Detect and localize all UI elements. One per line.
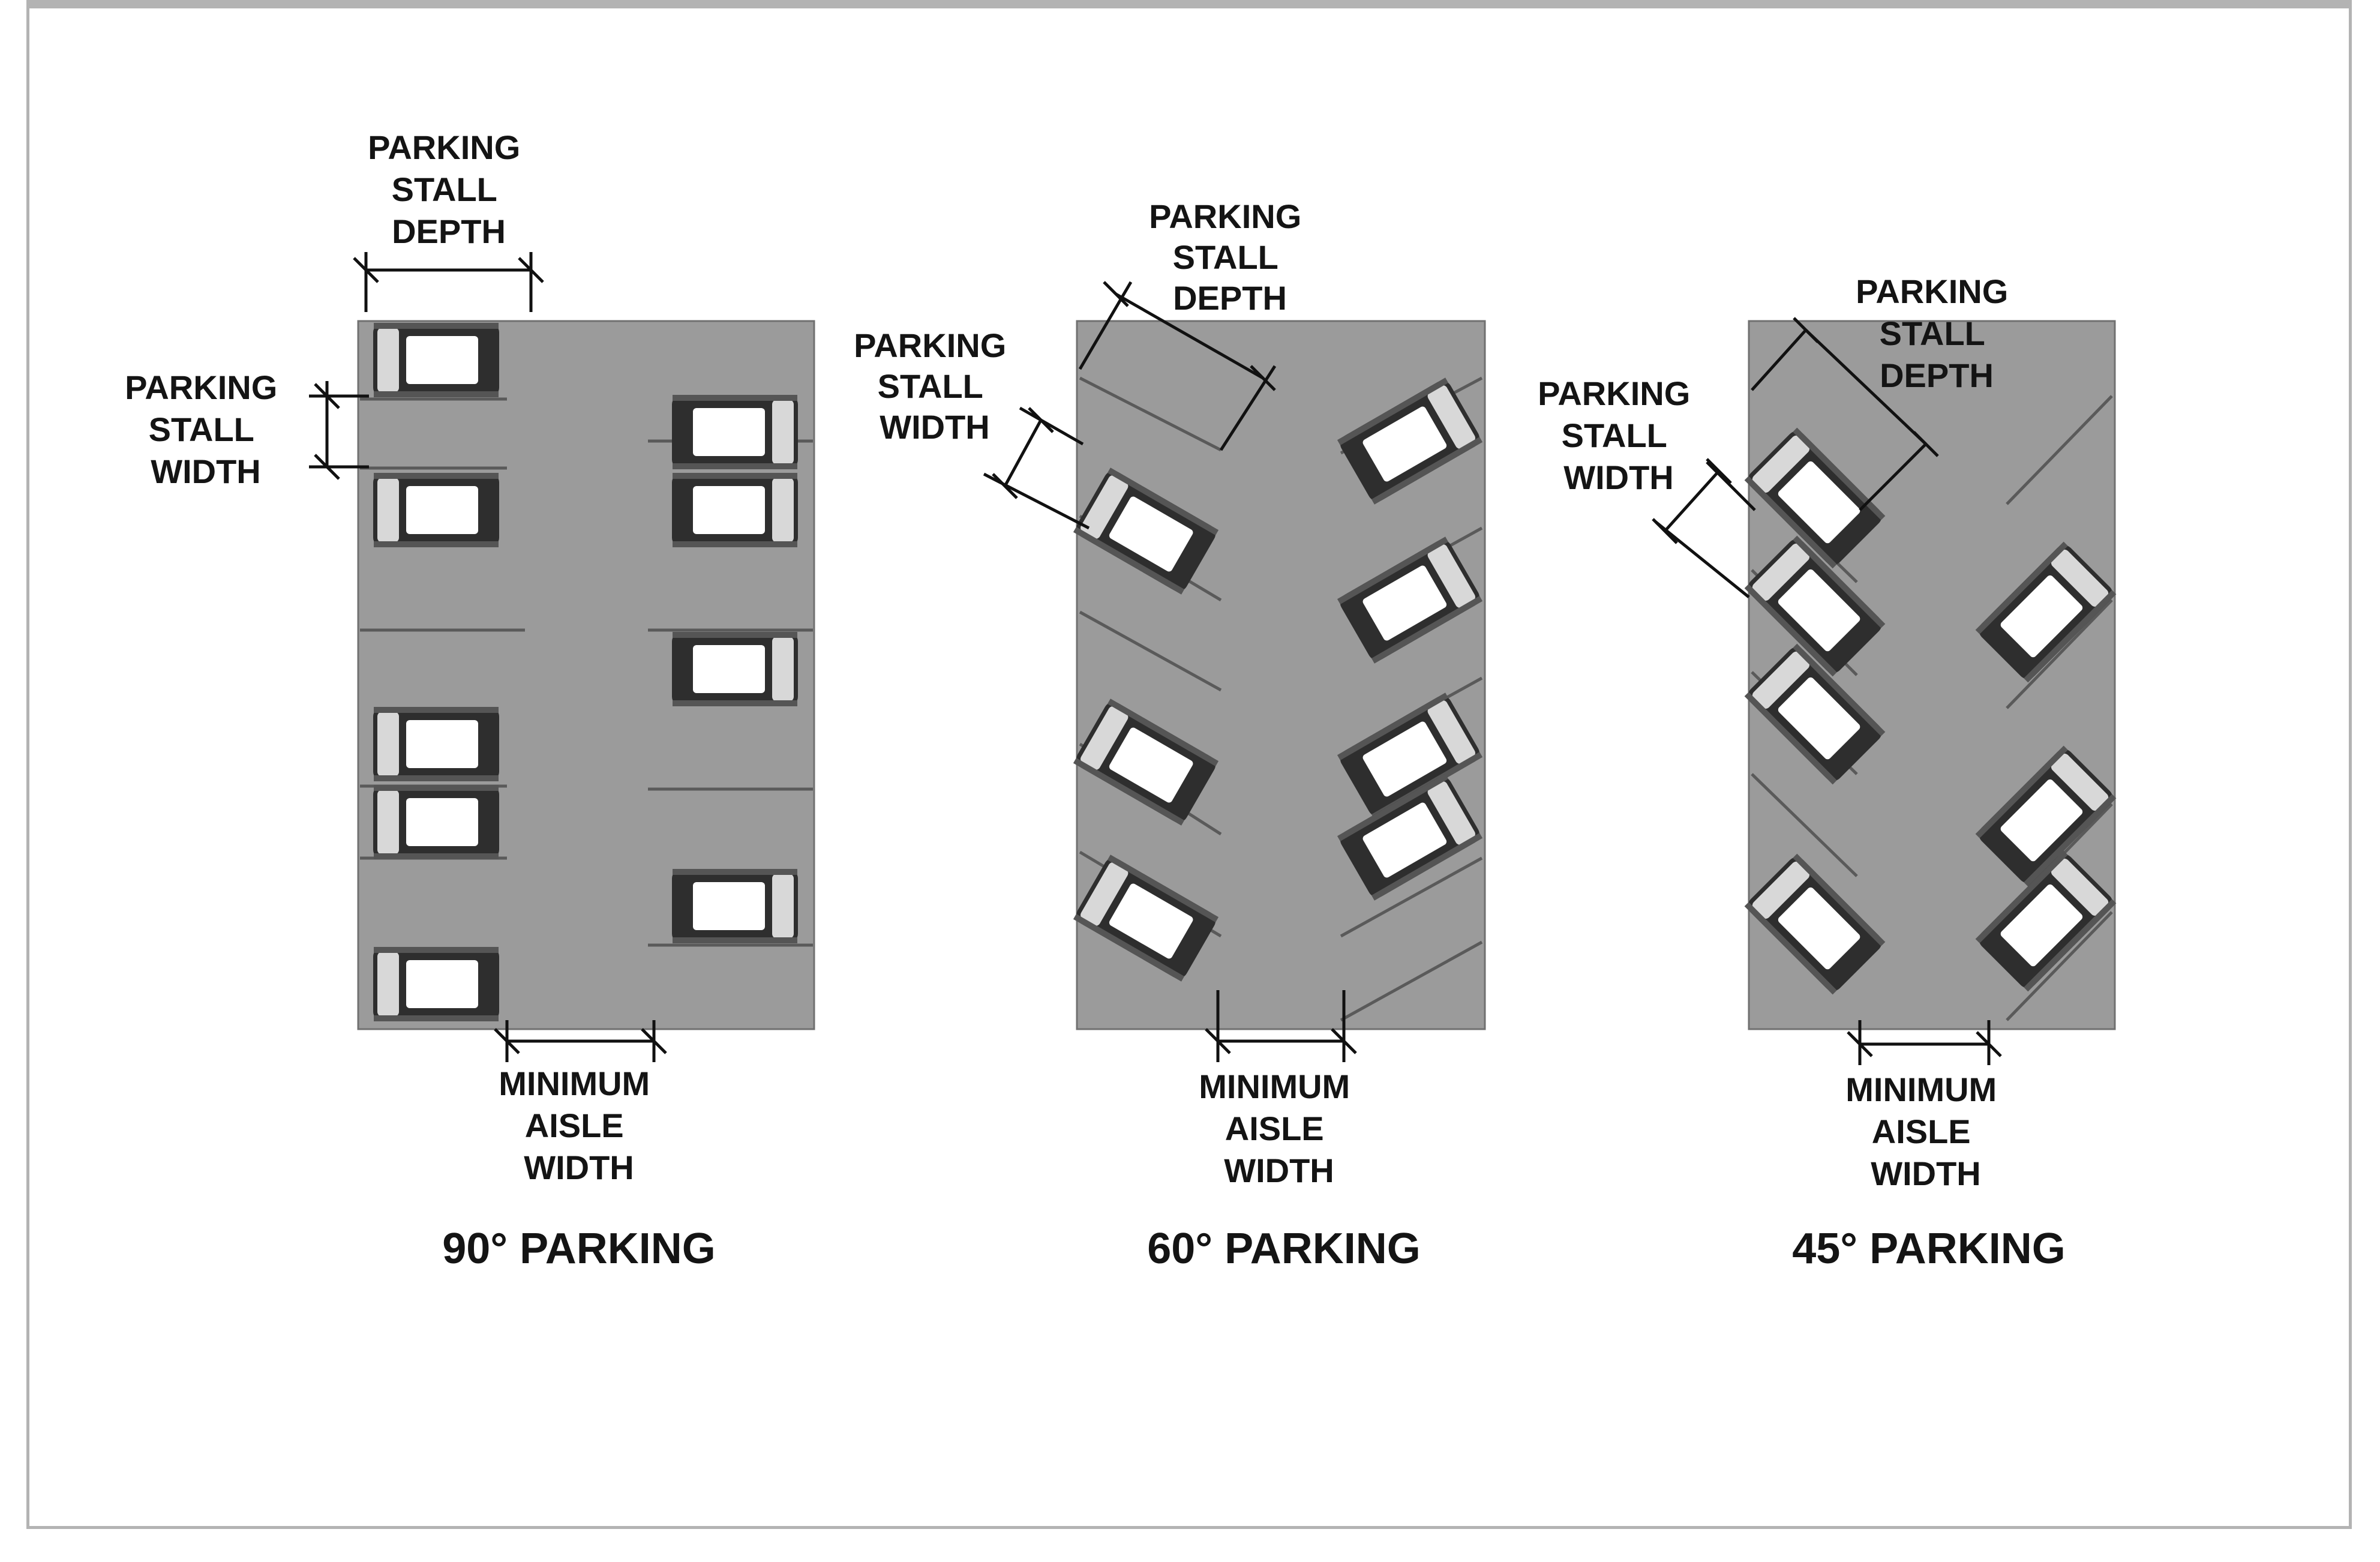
- aisle-width-dimension-45: [1847, 1020, 2002, 1065]
- aisle-label-90-line1: MINIMUM: [499, 1065, 650, 1102]
- svg-text:PARKING STALL DEPT: PARKING STALL DEPTH: [1856, 272, 2018, 394]
- panel-90-degree: PARKING STALL DEPTH PARKING STALL WIDTH …: [125, 128, 815, 1273]
- svg-text:MINIMUM AISLE WIDT: MINIMUM AISLE WIDTH: [499, 1065, 659, 1186]
- stall-depth-label-90-line3: DEPTH: [392, 212, 506, 250]
- stall-width-label-45-line1: PARKING: [1538, 374, 1690, 412]
- aisle-label-60-line1: MINIMUM: [1199, 1068, 1350, 1105]
- svg-text:PARKING STALL WIDT: PARKING STALL WIDTH: [854, 326, 1016, 446]
- stall-width-dimension-60: [983, 406, 1090, 530]
- svg-text:MINIMUM AISLE WIDT: MINIMUM AISLE WIDTH: [1199, 1068, 1359, 1189]
- aisle-label-60-line3: WIDTH: [1224, 1152, 1334, 1189]
- aisle-width-dimension-90: [494, 1020, 667, 1062]
- svg-text:PARKING STALL WIDT: PARKING STALL WIDTH: [125, 368, 287, 490]
- stall-width-label-45-line3: WIDTH: [1563, 458, 1674, 496]
- stall-depth-label-60-line1: PARKING: [1149, 197, 1301, 235]
- panel-title-60: 60° PARKING: [1147, 1225, 1421, 1273]
- svg-text:PARKING STALL DEPT: PARKING STALL DEPTH: [1149, 197, 1311, 317]
- stall-width-label-90-line3: WIDTH: [151, 452, 261, 490]
- aisle-label-90-line2: AISLE: [525, 1107, 624, 1144]
- aisle-label-90-line3: WIDTH: [524, 1149, 634, 1186]
- aisle-label-60-line2: AISLE: [1225, 1110, 1324, 1147]
- stall-depth-label-45-line1: PARKING: [1856, 272, 2008, 310]
- svg-text:PARKING STALL WIDT: PARKING STALL WIDTH: [1538, 374, 1700, 496]
- panel-title-90: 90° PARKING: [442, 1225, 716, 1273]
- panel-60-degree: PARKING STALL DEPTH PARKING STALL WIDTH …: [854, 197, 1486, 1273]
- stall-width-dimension-45: [1652, 458, 1756, 598]
- aisle-label-45-line2: AISLE: [1872, 1113, 1971, 1150]
- stall-depth-dimension-90: [353, 252, 544, 312]
- stall-depth-label-60-line3: DEPTH: [1173, 279, 1287, 317]
- stall-width-label-60-line2: STALL: [878, 367, 983, 405]
- stall-depth-dimension-60: [1078, 281, 1277, 451]
- stall-width-label-90-line2: STALL: [149, 410, 254, 448]
- panel-45-degree: PARKING STALL DEPTH PARKING STALL WIDTH …: [1538, 272, 2117, 1273]
- stall-depth-label-45-line3: DEPTH: [1880, 356, 1994, 394]
- aisle-width-dimension-60: [1205, 990, 1357, 1062]
- svg-text:PARKING STALL DEPT: PARKING STALL DEPTH: [368, 128, 530, 250]
- stall-width-label-60-line1: PARKING: [854, 326, 1006, 364]
- stall-depth-label-90-line1: PARKING: [368, 128, 520, 166]
- stall-depth-dimension-45: [1751, 317, 1939, 511]
- aisle-label-45-line1: MINIMUM: [1845, 1071, 1997, 1108]
- stall-width-label-60-line3: WIDTH: [880, 408, 990, 446]
- stall-depth-label-45-line2: STALL: [1880, 314, 1985, 352]
- stall-width-dimension-90: [309, 381, 369, 480]
- panel-title-45: 45° PARKING: [1792, 1225, 2066, 1273]
- stall-width-label-90-line1: PARKING: [125, 368, 277, 406]
- aisle-label-45-line3: WIDTH: [1871, 1155, 1981, 1192]
- stall-depth-label-60-line2: STALL: [1173, 238, 1278, 276]
- stall-depth-label-90-line2: STALL: [392, 170, 497, 208]
- svg-text:MINIMUM AISLE WIDT: MINIMUM AISLE WIDTH: [1845, 1071, 2006, 1192]
- stall-width-label-45-line2: STALL: [1562, 416, 1667, 454]
